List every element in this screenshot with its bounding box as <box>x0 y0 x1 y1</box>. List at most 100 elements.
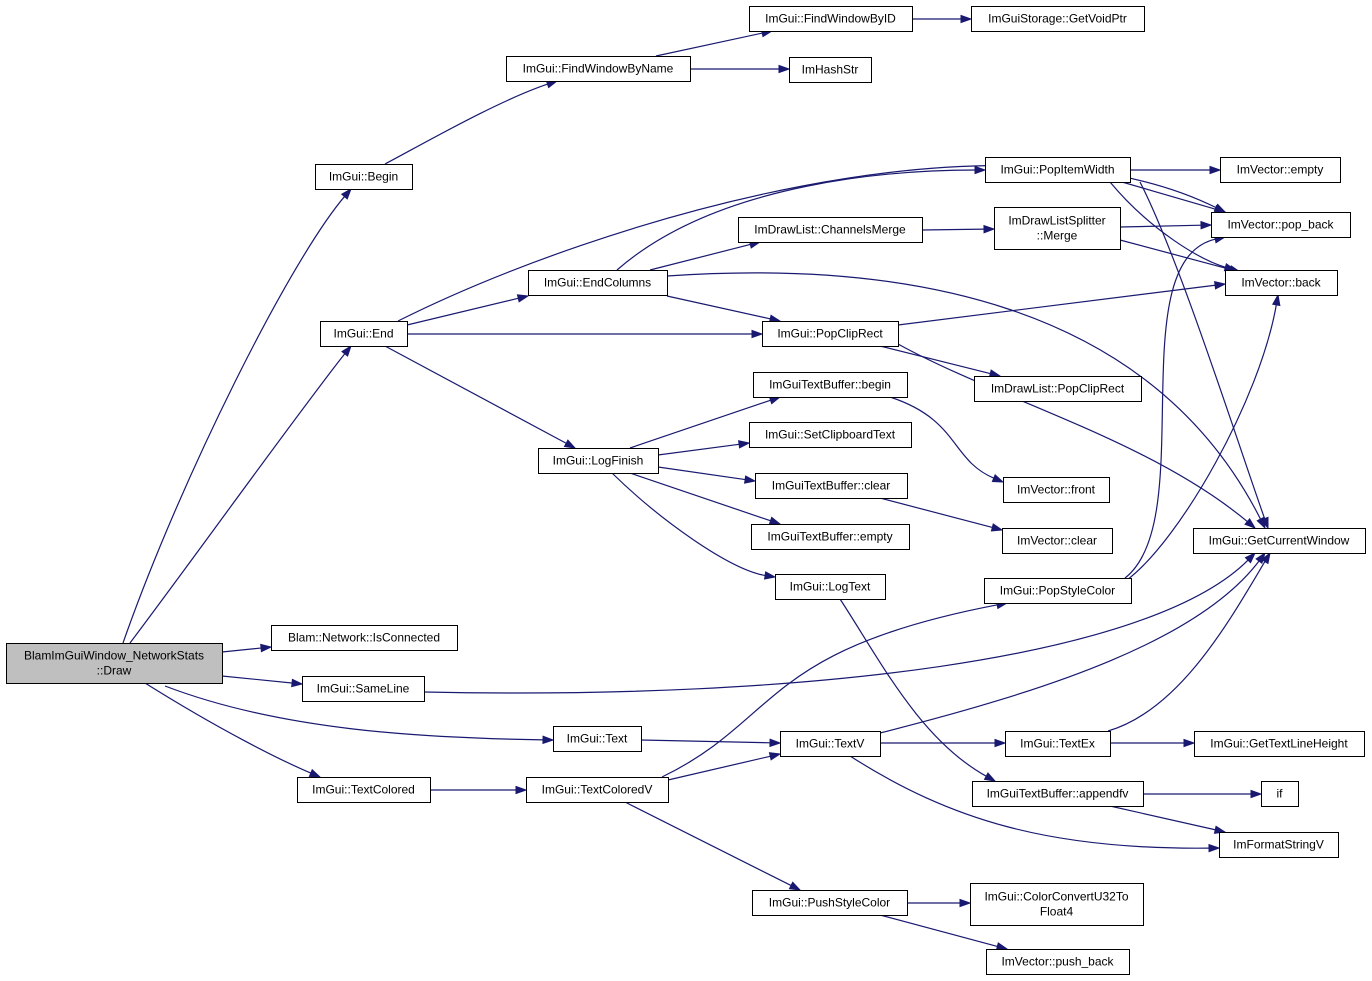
node-setclipboard[interactable]: ImGui::SetClipboardText <box>749 422 912 448</box>
node-vecclear[interactable]: ImVector::clear <box>1002 528 1113 554</box>
node-endcolumns[interactable]: ImGui::EndColumns <box>528 270 668 296</box>
node-box <box>984 578 1132 604</box>
node-vecempty[interactable]: ImVector::empty <box>1220 157 1341 183</box>
node-label: ImGui::TextColored <box>312 783 415 797</box>
node-box <box>297 777 431 803</box>
edge-arrowhead <box>1244 517 1257 529</box>
edge-arrowhead <box>341 344 352 357</box>
edge-arrowhead <box>769 738 782 748</box>
edge-line <box>1109 181 1227 269</box>
edge-line <box>629 472 772 522</box>
edge-line <box>667 755 772 781</box>
edge-line <box>1139 181 1266 520</box>
node-gettextlineheight[interactable]: ImGui::GetTextLineHeight <box>1194 731 1365 757</box>
node-vecback[interactable]: ImVector::back <box>1225 270 1338 296</box>
edge-arrowhead <box>960 14 973 24</box>
node-textcolored[interactable]: ImGui::TextColored <box>297 777 431 803</box>
node-sameline[interactable]: ImGui::SameLine <box>302 676 425 702</box>
node-isconnected[interactable]: Blam::Network::IsConnected <box>271 625 458 651</box>
node-box <box>1220 157 1341 183</box>
edge-draw-to-textcolored <box>144 682 322 778</box>
node-label: Float4 <box>1040 905 1074 919</box>
edge-arrowhead <box>340 187 352 200</box>
node-label: ::Draw <box>97 664 132 678</box>
edge-line <box>657 466 747 481</box>
edge-arrowhead <box>1260 551 1271 565</box>
node-popstylecolor[interactable]: ImGui::PopStyleColor <box>984 578 1132 604</box>
node-textcoloredv[interactable]: ImGui::TextColoredV <box>526 777 669 803</box>
node-label: ImGui::SetClipboardText <box>765 428 896 442</box>
node-label: ImGui::FindWindowByID <box>765 12 896 26</box>
edge-logfinish-to-tbbegin <box>629 396 782 449</box>
node-logfinish[interactable]: ImGui::LogFinish <box>538 448 659 474</box>
node-box <box>749 6 913 32</box>
node-box <box>994 207 1121 250</box>
node-box <box>974 376 1142 402</box>
node-draw[interactable]: BlamImGuiWindow_NetworkStats::Draw <box>6 643 223 684</box>
node-label: Blam::Network::IsConnected <box>288 631 440 645</box>
node-label: ImGuiTextBuffer::clear <box>772 479 891 493</box>
node-end[interactable]: ImGui::End <box>320 321 408 347</box>
node-appendfv[interactable]: ImGuiTextBuffer::appendfv <box>972 781 1144 807</box>
node-findwindowbyname[interactable]: ImGui::FindWindowByName <box>506 56 691 82</box>
node-text[interactable]: ImGui::Text <box>553 726 642 752</box>
edge-findwindowbyname-to-imhashstr <box>690 64 791 74</box>
node-box <box>320 321 408 347</box>
edge-line <box>1126 303 1278 581</box>
node-box <box>1261 781 1299 807</box>
edge-draw-to-text <box>164 685 555 745</box>
edge-line <box>122 195 346 644</box>
node-pushback[interactable]: ImVector::push_back <box>986 949 1130 975</box>
node-pushstylecolor[interactable]: ImGui::PushStyleColor <box>752 890 908 916</box>
edge-line <box>655 32 764 57</box>
node-box <box>6 643 223 684</box>
edge-line <box>1109 805 1217 831</box>
node-logtext[interactable]: ImGui::LogText <box>775 574 886 600</box>
node-findwindowbyid[interactable]: ImGui::FindWindowByID <box>749 6 913 32</box>
node-box <box>971 6 1145 32</box>
edge-arrowhead <box>1214 281 1227 290</box>
node-popcliprect[interactable]: ImGui::PopClipRect <box>762 321 899 347</box>
node-label: ImGui::End <box>333 327 393 341</box>
node-splittermerge[interactable]: ImDrawListSplitter::Merge <box>994 207 1121 250</box>
node-begin[interactable]: ImGui::Begin <box>315 164 413 190</box>
node-dlpopcliprect[interactable]: ImDrawList::PopClipRect <box>974 376 1142 402</box>
node-tbbegin[interactable]: ImGuiTextBuffer::begin <box>753 372 908 398</box>
node-tbempty[interactable]: ImGuiTextBuffer::empty <box>751 524 910 550</box>
node-getvoidptr[interactable]: ImGuiStorage::GetVoidPtr <box>971 6 1145 32</box>
nodes-layer: BlamImGuiWindow_NetworkStats::DrawImGui:… <box>6 6 1366 975</box>
node-box <box>271 625 458 651</box>
edge-line <box>921 228 986 231</box>
node-popback[interactable]: ImVector::pop_back <box>1211 212 1351 238</box>
node-popitemwidth[interactable]: ImGui::PopItemWidth <box>985 157 1131 183</box>
node-label: ImVector::pop_back <box>1227 218 1334 232</box>
node-getcurrentwindow[interactable]: ImGui::GetCurrentWindow <box>1193 528 1366 554</box>
node-label: ImDrawList::PopClipRect <box>991 382 1125 396</box>
edge-popitemwidth-to-getcurrentwindow <box>1139 181 1269 530</box>
edge-line <box>879 345 992 375</box>
node-textv[interactable]: ImGui::TextV <box>780 731 881 757</box>
edge-endcolumns-to-popcliprect <box>666 295 782 323</box>
node-imhashstr[interactable]: ImHashStr <box>789 57 872 83</box>
node-textex[interactable]: ImGui::TextEx <box>1005 731 1111 757</box>
node-box <box>1193 528 1366 554</box>
node-box <box>738 217 923 243</box>
edge-line <box>661 604 999 778</box>
node-box <box>528 270 668 296</box>
node-box <box>1225 270 1338 296</box>
node-label: ImDrawList::ChannelsMerge <box>754 223 906 237</box>
node-if[interactable]: if <box>1261 781 1299 807</box>
node-label: ImGui::Begin <box>329 170 398 184</box>
edge-arrowhead <box>1183 738 1196 748</box>
edge-arrowhead <box>763 571 777 580</box>
edge-line <box>221 675 294 684</box>
node-imformatstringv[interactable]: ImFormatStringV <box>1219 832 1339 858</box>
node-label: ImHashStr <box>802 63 859 77</box>
node-channelsmerge[interactable]: ImDrawList::ChannelsMerge <box>738 217 923 243</box>
node-vecfront[interactable]: ImVector::front <box>1003 477 1110 503</box>
edge-arrowhead <box>768 516 782 525</box>
edge-logtext-to-appendfv <box>839 598 997 782</box>
node-label: BlamImGuiWindow_NetworkStats <box>24 649 204 663</box>
node-tbclear[interactable]: ImGuiTextBuffer::clear <box>755 473 908 499</box>
